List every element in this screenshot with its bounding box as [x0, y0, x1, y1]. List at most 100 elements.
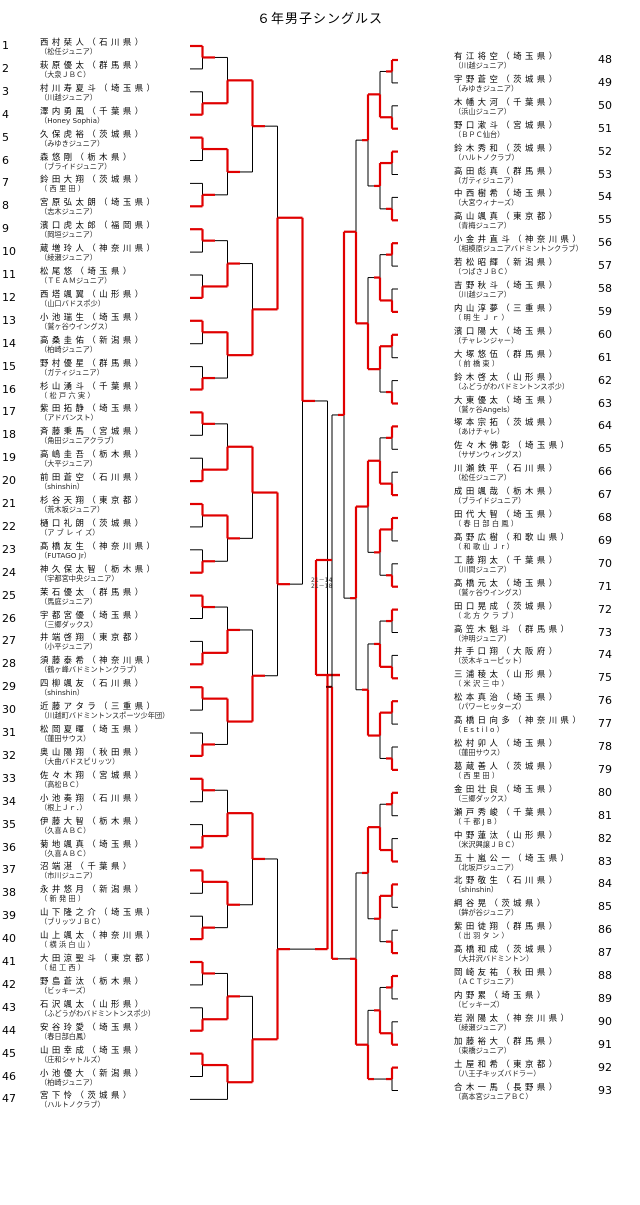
- player-name: 岡 崎 友 祐 （ 秋 田 県 ）: [454, 967, 558, 977]
- player-name: 小 金 井 直 斗 （ 神 奈 川 県 ）: [454, 234, 582, 245]
- player-number: 64: [598, 419, 612, 433]
- player-club: （松任ジュニア）: [454, 473, 511, 483]
- player-name: 野 島 蒼 汰 （ 栃 木 県 ）: [40, 975, 144, 986]
- player-club: （岡垣ジュニア）: [40, 230, 97, 240]
- player-name: 有 江 将 空 （ 埼 玉 県 ）: [454, 51, 558, 61]
- player-number: 26: [2, 611, 16, 625]
- player-club: （大曲バドスピリッツ）: [40, 756, 120, 766]
- player-name: 岩 淵 陽 太 （ 神 奈 川 県 ）: [454, 1012, 570, 1023]
- player-name: 野 村 優 星 （ 群 馬 県 ）: [40, 357, 144, 368]
- player-club: （馬庭ジュニア）: [40, 596, 97, 606]
- player-name: 前 田 蒼 空 （ 石 川 県 ）: [40, 472, 144, 483]
- player-club: （北坂戸ジュニア）: [454, 862, 519, 872]
- player-name: 吉 野 秋 斗 （ 埼 玉 県 ）: [454, 280, 558, 290]
- player-name: 髙 橋 日 向 多 （ 神 奈 川 県 ）: [454, 715, 582, 726]
- player-name: 杉 谷 天 翔 （ 東 京 都 ）: [40, 495, 144, 505]
- player-club: （ブリッツＪＢＣ）: [40, 917, 105, 927]
- player-name: 安 谷 玲 愛 （ 埼 玉 県 ）: [40, 1021, 144, 1032]
- player-club: （川越ジュニア）: [454, 290, 511, 299]
- player-name: 高 笠 木 魁 斗 （ 群 馬 県 ）: [454, 623, 570, 634]
- player-number: 10: [2, 245, 16, 259]
- player-club: （高本宮ジュニアＢＣ）: [454, 1091, 533, 1101]
- player-name: 沼 端 湛 （ 千 葉 県 ）: [40, 861, 132, 872]
- final-score-game1: 21－14: [311, 577, 333, 584]
- player-number: 69: [598, 533, 612, 547]
- player-number: 22: [2, 519, 16, 533]
- player-club: （鷲ヶ谷ウイングス）: [40, 321, 112, 331]
- player-name: 斉 藤 秉 馬 （ 宮 城 県 ）: [40, 426, 144, 437]
- player-name: 須 藤 泰 希 （ 神 奈 川 県 ）: [40, 655, 156, 666]
- player-number: 33: [2, 771, 16, 785]
- player-number: 31: [2, 726, 16, 739]
- player-club: （柏崎ジュニア）: [40, 344, 97, 354]
- player-number: 93: [598, 1083, 612, 1097]
- player-number: 45: [2, 1046, 16, 1060]
- player-name: 三 浦 稜 太 （ 山 形 県 ）: [454, 669, 558, 680]
- player-club: （ 西 里 田 ）: [454, 770, 500, 780]
- player-number: 72: [598, 602, 612, 616]
- player-club: （浜山ジュニア）: [454, 106, 511, 116]
- player-club: （三郷ダックス）: [40, 619, 98, 629]
- player-club: （ 西 里 田 ）: [40, 184, 86, 194]
- player-club: （米沢興譲ＪＢＣ）: [454, 839, 519, 849]
- player-club: （大井沢バドミントン）: [454, 954, 534, 964]
- player-name: 北 野 敬 生 （ 石 川 県 ）: [454, 875, 558, 886]
- final-score-game2: 21－18: [311, 583, 333, 590]
- player-club: （綾瀬ジュニア）: [40, 253, 97, 263]
- player-number: 37: [2, 863, 16, 877]
- player-name: 髙 橋 元 太 （ 埼 玉 県 ）: [454, 577, 558, 588]
- player-club: （ 春 日 部 白 鳳 ）: [454, 519, 519, 528]
- player-club: （ 新 発 田 ）: [40, 894, 86, 904]
- player-name: 高 嶋 圭 吾 （ 栃 木 県 ）: [40, 449, 144, 460]
- player-club: （ビッキーズ）: [454, 999, 504, 1009]
- player-club: （ア ブ レ イ ズ）: [40, 527, 100, 537]
- player-club: （蓮田サウス）: [40, 734, 91, 743]
- player-name: 髙 橋 和 成 （ 茨 城 県 ）: [454, 944, 558, 955]
- player-name: 金 田 壮 良 （ 埼 玉 県 ）: [454, 783, 558, 794]
- player-club: （大泉ＪＢＣ）: [40, 69, 91, 79]
- player-number: 57: [598, 259, 612, 273]
- player-number: 23: [2, 542, 16, 556]
- player-name: 奥 山 陽 翔 （ 秋 田 県 ）: [40, 746, 144, 757]
- player-number: 13: [2, 313, 16, 327]
- player-club: （大平ジュニア）: [40, 459, 97, 469]
- player-name: 内 山 淳 夢 （ 三 重 県 ）: [454, 302, 558, 313]
- player-club: （根上Ｊｒ．）: [40, 802, 87, 812]
- player-club: （春日部白鳳）: [40, 1031, 91, 1041]
- player-club: （shinshin）: [40, 688, 85, 698]
- player-number: 35: [2, 817, 16, 831]
- player-number: 58: [598, 282, 612, 295]
- player-name: 石 沢 颯 太 （ 山 形 県 ）: [40, 998, 144, 1009]
- player-number: 55: [598, 213, 612, 227]
- player-name: 大 東 優 太 （ 埼 玉 県 ）: [454, 394, 558, 405]
- player-number: 15: [2, 359, 16, 373]
- player-number: 21: [2, 497, 16, 510]
- player-number: 49: [598, 75, 612, 89]
- player-name: 鈴 木 啓 太 （ 山 形 県 ）: [454, 371, 558, 382]
- player-name: 山 田 幸 成 （ 埼 玉 県 ）: [40, 1044, 144, 1055]
